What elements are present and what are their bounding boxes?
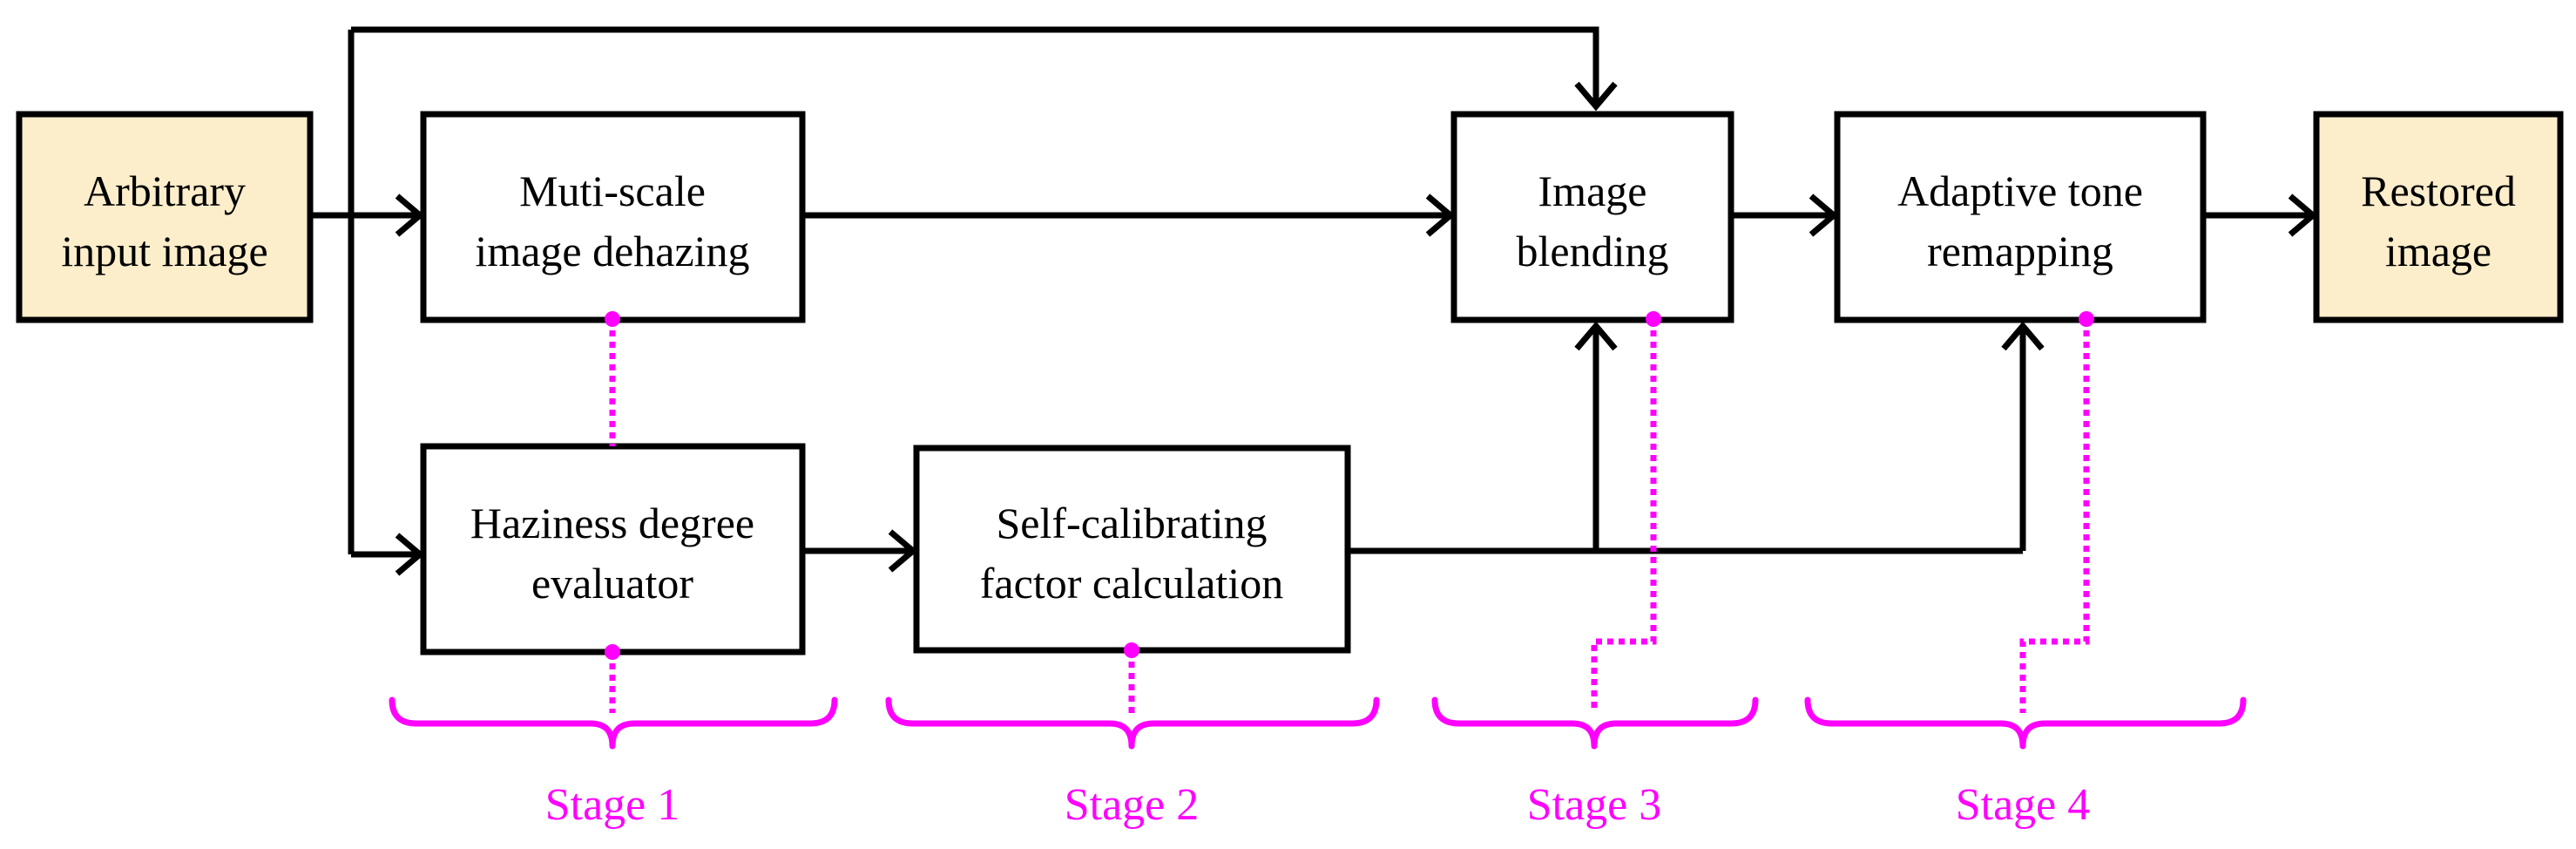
arrowhead-evaluator [395,533,425,576]
arrowhead-tone [1809,194,1839,237]
brace-stage2 [885,696,1380,750]
brace-stage3 [1431,696,1759,750]
stage-label-1: Stage 1 [545,780,680,830]
box-tone: Adaptive tone remapping [1834,111,2207,323]
box-blending: Image blending [1450,111,1734,323]
box-output-line1: Restored [2361,166,2516,215]
stage-labels: Stage 1 Stage 2 Stage 3 Stage 4 [545,780,2091,830]
box-calibrating: Self-calibrating factor calculation [913,445,1351,654]
stage-label-3: Stage 3 [1527,780,1662,830]
connectors [310,26,2313,558]
box-blending-line1: Image [1538,166,1647,215]
arrowhead-dehazing [395,194,425,237]
arrowhead-blending [1425,194,1456,237]
box-input-line2: input image [61,227,267,275]
arrowhead-bus-blending [1574,321,1618,351]
marker-dot-dehazing [605,311,620,327]
box-dehazing-line1: Muti-scale [519,166,706,215]
box-evaluator-line1: Haziness degree [470,499,754,547]
box-output-line2: image [2385,227,2491,275]
box-tone-line1: Adaptive tone [1897,166,2143,215]
arrowheads [395,81,2318,576]
box-input: Arbitrary input image [16,111,314,323]
stage-markers [389,311,2247,750]
connector-bypass [351,26,1599,103]
box-blending-line2: blending [1517,227,1669,275]
brace-stage4 [1804,696,2247,750]
box-output: Restored image [2313,111,2564,323]
arrowhead-bus-tone [2001,321,2045,351]
box-calibrating-line2: factor calculation [980,559,1283,608]
box-dehazing-line2: image dehazing [475,227,749,275]
brace-stage1 [389,696,838,750]
arrowhead-calibrating [888,529,918,573]
dotted-link-stage4 [2019,319,2090,713]
arrowhead-bypass [1574,81,1618,112]
box-dehazing: Muti-scale image dehazing [420,111,806,323]
stage-label-2: Stage 2 [1065,780,1200,830]
box-evaluator: Haziness degree evaluator [420,443,806,655]
box-evaluator-line2: evaluator [531,559,693,608]
box-calibrating-line1: Self-calibrating [997,499,1268,547]
box-input-line1: Arbitrary [84,166,246,215]
box-tone-line2: remapping [1927,227,2113,275]
stage-label-4: Stage 4 [1956,780,2091,830]
arrowhead-output [2288,194,2318,237]
dotted-link-stage3 [1591,319,1657,713]
